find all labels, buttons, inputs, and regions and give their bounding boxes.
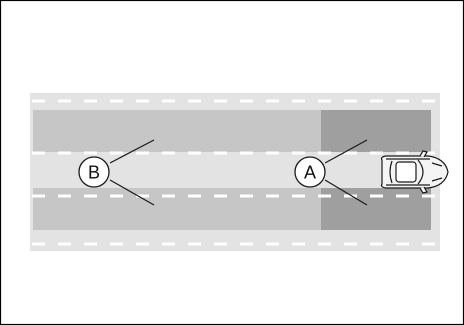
callout-b: B [78, 156, 110, 188]
car-icon [380, 150, 449, 194]
leader-line-a-upper [324, 139, 368, 164]
zone-a-upper [321, 110, 431, 152]
leader-line-a-lower [324, 179, 368, 206]
zone-b-upper [33, 110, 321, 152]
callout-a: A [294, 156, 326, 188]
zone-b-label: B [88, 163, 100, 183]
leader-line-b-upper [109, 139, 155, 164]
zone-b-lower [33, 188, 321, 230]
leader-line-b-lower [109, 179, 155, 206]
callout-a-circle [294, 156, 326, 188]
zone-a-label: A [304, 163, 316, 183]
callout-b-circle [78, 156, 110, 188]
zone-a-lower [321, 188, 431, 230]
